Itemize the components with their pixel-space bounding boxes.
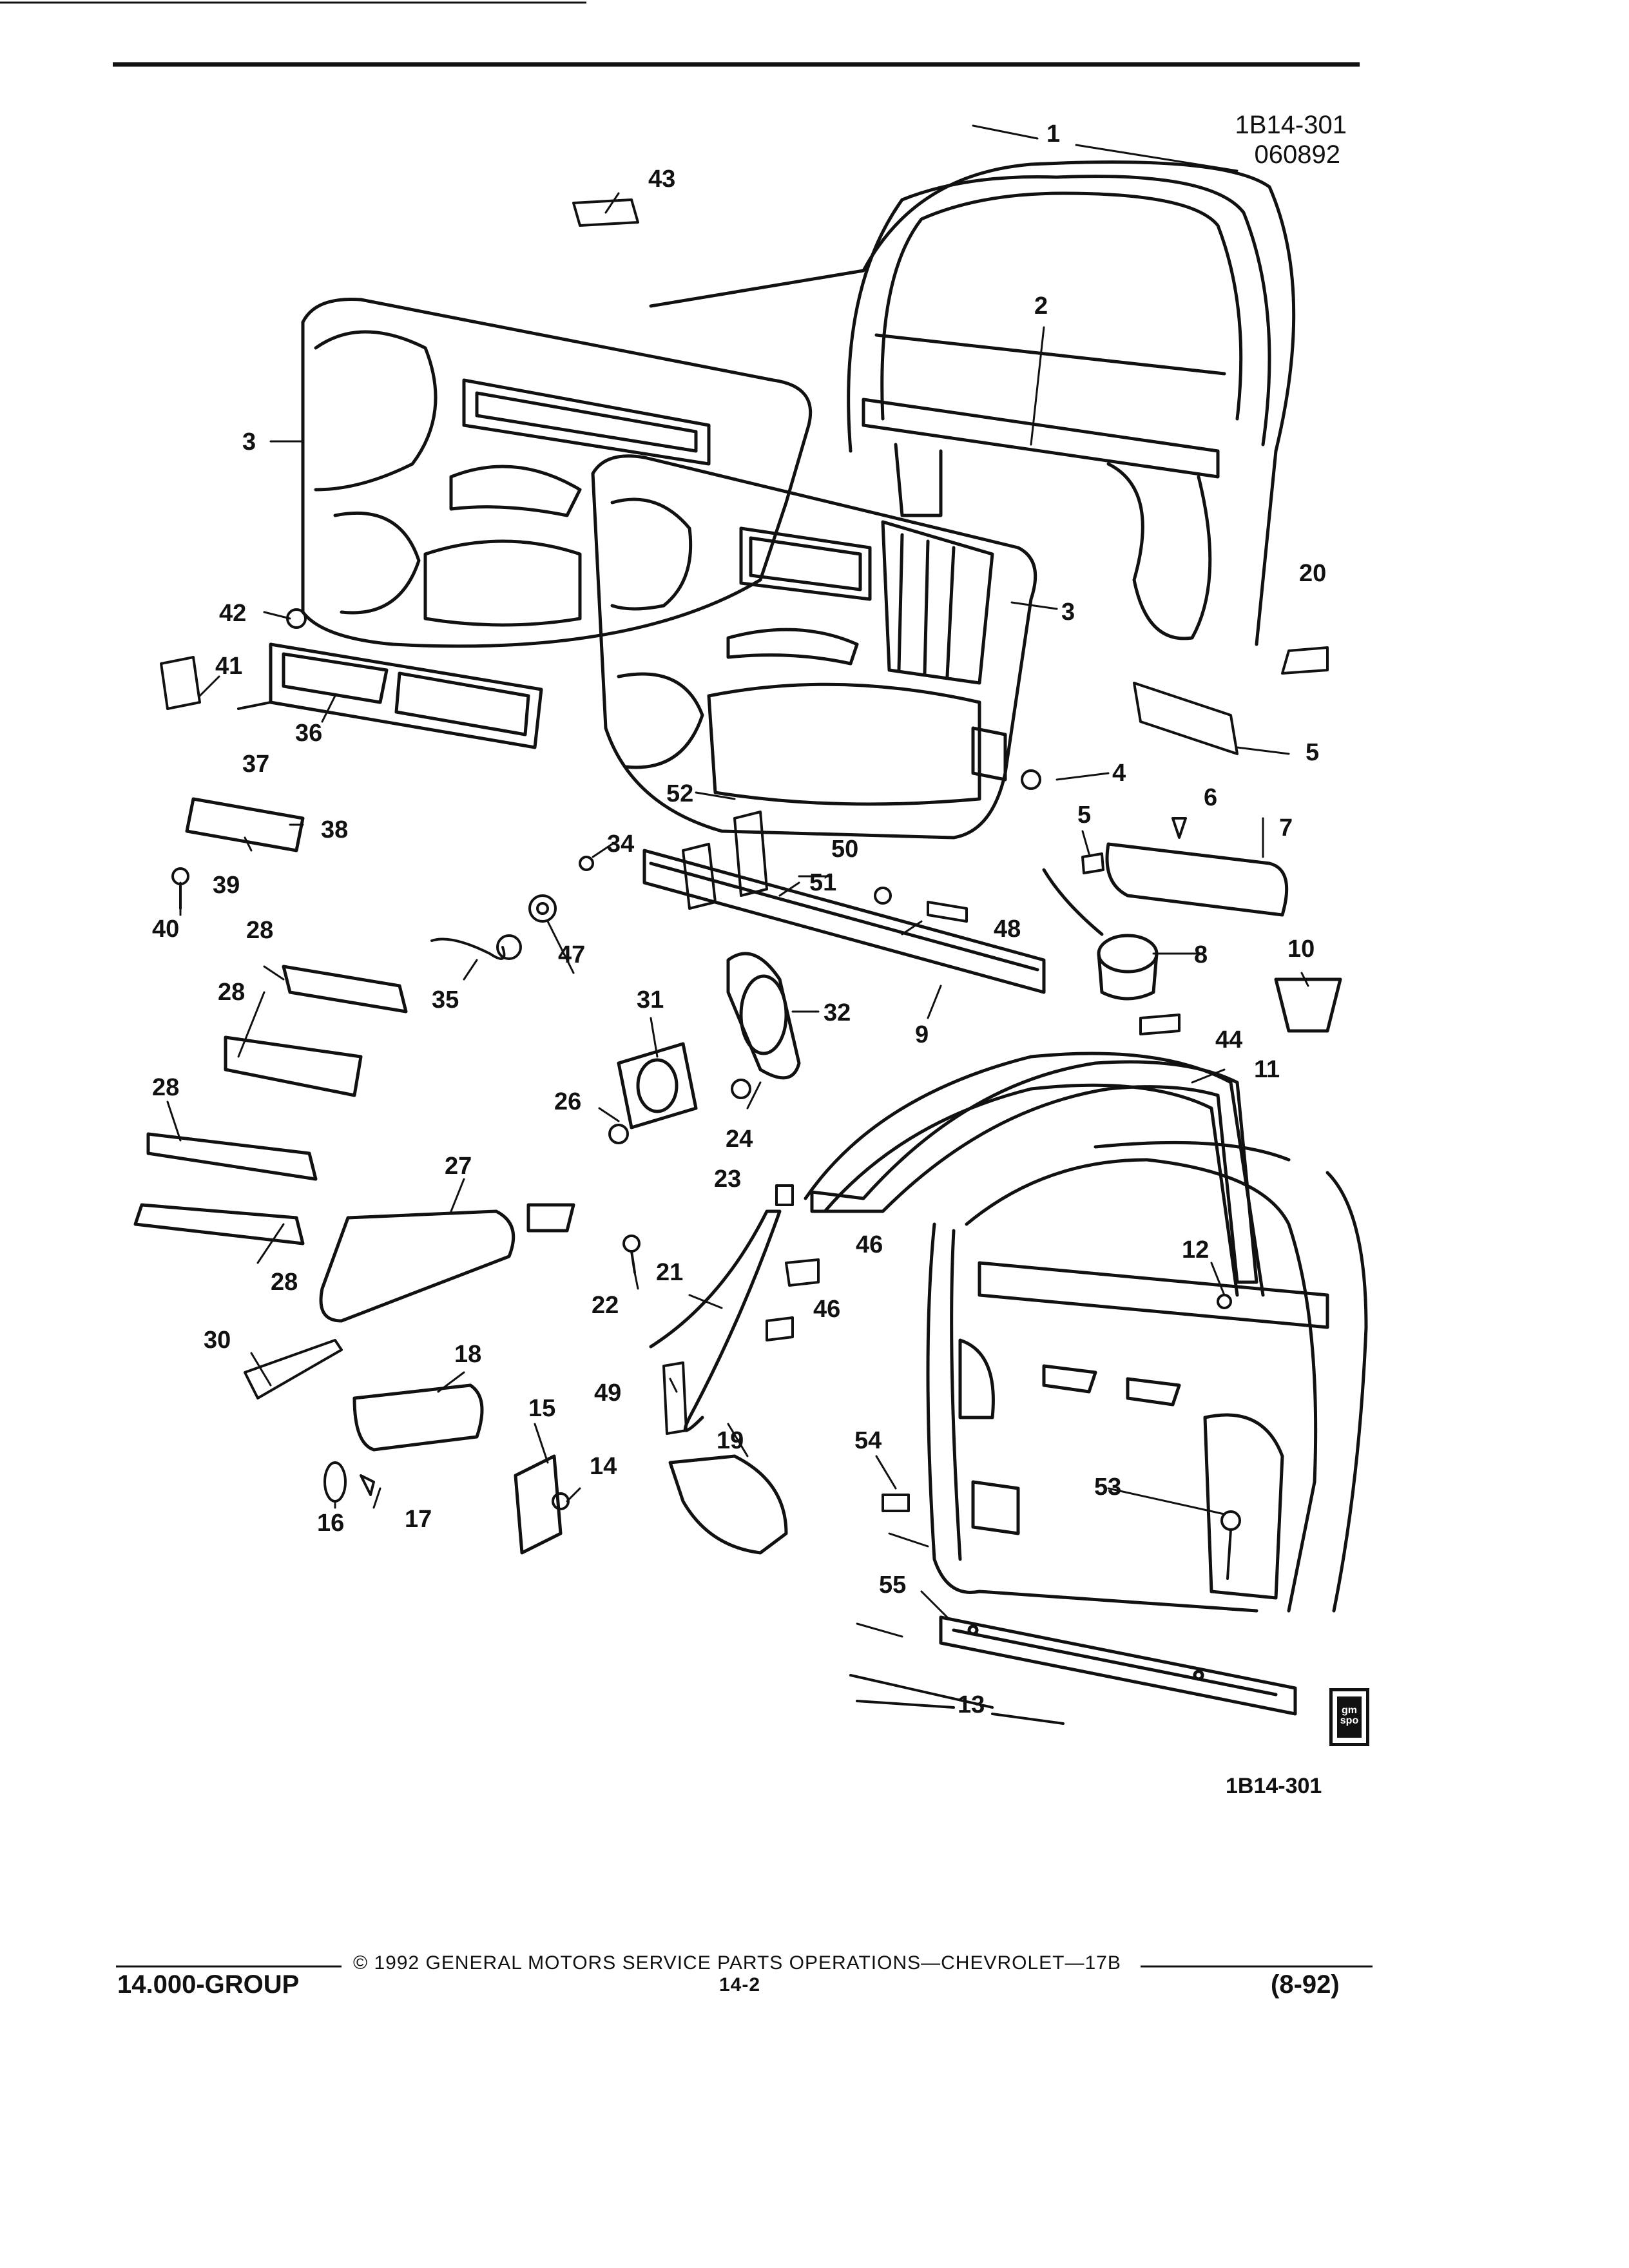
diagram-footer-code: 1B14-301 (1226, 1774, 1322, 1798)
callout-9: 9 (915, 1021, 929, 1048)
door-trim-panel-rear (301, 297, 813, 648)
callout-2: 2 (1034, 293, 1048, 320)
callout-43: 43 (648, 166, 676, 193)
door-frame-upper (649, 160, 1296, 646)
callout-47: 47 (558, 941, 586, 968)
callout-16: 16 (317, 1510, 345, 1537)
footer-rules (116, 1965, 1373, 1968)
gm-spo-logo-text: gm spo (1337, 1696, 1362, 1738)
callout-48: 48 (994, 916, 1021, 943)
callout-5b: 5 (1077, 802, 1092, 829)
callout-27: 27 (445, 1153, 472, 1180)
callout-28d: 28 (271, 1269, 298, 1296)
switch-15 (514, 1454, 563, 1555)
callout-42: 42 (219, 600, 247, 627)
gm-spo-logo: gm spo (1329, 1688, 1369, 1746)
callout-14: 14 (590, 1453, 617, 1480)
callout-7: 7 (1279, 814, 1293, 841)
callout-49: 49 (594, 1379, 622, 1407)
callout-18: 18 (454, 1341, 482, 1368)
armrest-7 (1105, 842, 1289, 917)
callout-26: 26 (554, 1088, 582, 1115)
callout-12: 12 (1182, 1236, 1210, 1264)
callout-55: 55 (879, 1571, 907, 1599)
bracket-10 (1274, 977, 1342, 1033)
pull-cup-36 (269, 642, 543, 749)
top-rule (0, 1, 1360, 67)
courtesy-lamp-8 (1042, 868, 1159, 1001)
speaker-31 (617, 1042, 698, 1129)
callout-24: 24 (726, 1126, 753, 1153)
callout-13: 13 (958, 1691, 985, 1718)
callout-44: 44 (1215, 1026, 1243, 1053)
sill-plate (939, 1615, 1297, 1716)
callout-23: 23 (714, 1166, 742, 1193)
switch-panel-28c (146, 1132, 318, 1181)
callout-1: 1 (1046, 120, 1061, 148)
callout-35: 35 (432, 986, 459, 1014)
callout-50: 50 (831, 836, 859, 863)
callout-54: 54 (854, 1427, 882, 1454)
callout-21: 21 (656, 1259, 684, 1286)
weatherstrip-9 (642, 849, 1046, 994)
callout-28b: 28 (218, 979, 246, 1006)
callout-5a: 5 (1306, 739, 1320, 766)
callout-41: 41 (215, 653, 243, 680)
callout-40: 40 (152, 916, 180, 943)
callout-46b: 46 (813, 1296, 841, 1323)
callout-32: 32 (824, 999, 851, 1026)
door-trim-panel-front (591, 454, 1037, 840)
callout-15: 15 (528, 1395, 556, 1422)
pillar-trim-21 (649, 1209, 782, 1432)
callout-46a: 46 (856, 1231, 883, 1258)
footer-page-number: 14-2 (719, 1974, 761, 1995)
callout-36: 36 (295, 720, 323, 747)
callout-39: 39 (213, 872, 240, 899)
callout-17: 17 (405, 1506, 432, 1533)
mirror-18 (352, 1383, 484, 1452)
leader-lines (166, 124, 1309, 1725)
footer-group: 14.000-GROUP (117, 1970, 300, 1999)
callout-51: 51 (809, 869, 837, 896)
callout-4: 4 (1112, 760, 1126, 787)
illustration-code: 1B14-301 (1235, 111, 1347, 139)
callout-20: 20 (1299, 560, 1327, 587)
callout-31: 31 (637, 986, 664, 1014)
callout-37: 37 (242, 751, 270, 778)
panel-19 (668, 1454, 788, 1555)
callout-28c: 28 (152, 1074, 180, 1101)
callout-19: 19 (717, 1427, 744, 1454)
callout-34: 34 (607, 831, 635, 858)
callout-10: 10 (1287, 936, 1315, 963)
callout-11: 11 (1254, 1056, 1280, 1083)
sunvisor-27 (319, 1203, 575, 1323)
callout-22: 22 (592, 1292, 619, 1319)
callout-30: 30 (204, 1327, 231, 1354)
door-frame-lower (804, 1052, 1368, 1613)
callout-53: 53 (1094, 1474, 1122, 1501)
callout-28a: 28 (246, 917, 274, 944)
callout-3b: 3 (1061, 599, 1075, 626)
switch-panel-28b (224, 1035, 363, 1097)
switch-bezel-39 (185, 797, 305, 852)
switch-panel-28d (133, 1203, 305, 1245)
date-code: 060892 (1254, 140, 1340, 169)
callout-6: 6 (1204, 784, 1218, 811)
footer-copyright: © 1992 GENERAL MOTORS SERVICE PARTS OPER… (353, 1952, 1121, 1974)
callout-3a: 3 (242, 428, 256, 456)
speaker-grille-32 (726, 952, 801, 1080)
callout-8: 8 (1194, 941, 1208, 968)
footer-revision: (8-92) (1271, 1970, 1340, 1999)
callout-38: 38 (321, 816, 349, 843)
callout-52: 52 (666, 780, 694, 807)
window-frame-11 (810, 1060, 1258, 1284)
switch-panel-28a (282, 965, 408, 1014)
